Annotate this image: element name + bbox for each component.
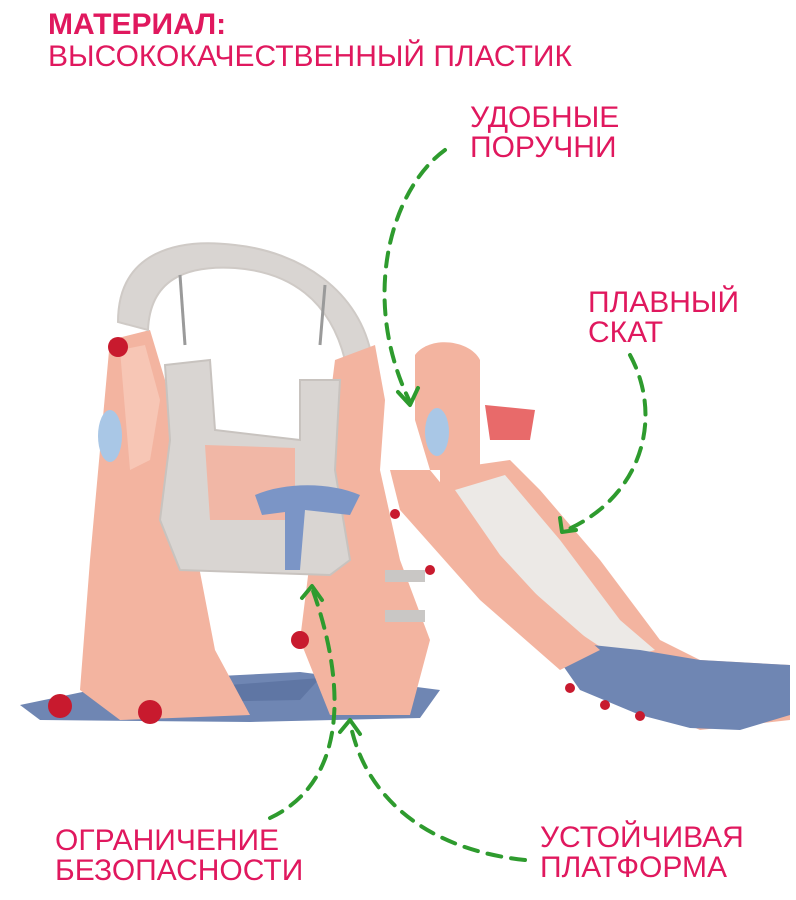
bolt-icon — [425, 565, 435, 575]
bolt-icon — [291, 631, 309, 649]
material-label: МАТЕРИАЛ: ВЫСОКОКАЧЕСТВЕННЫЙ ПЛАСТИК — [48, 10, 572, 72]
callout-line: УСТОЙЧИВАЯ — [540, 821, 744, 854]
bolt-icon — [565, 683, 575, 693]
porthole-icon — [425, 408, 449, 456]
callout-handrails: УДОБНЫЕ ПОРУЧНИ — [470, 103, 619, 163]
callout-safety: ОГРАНИЧЕНИЕ БЕЗОПАСНОСТИ — [55, 826, 303, 886]
bolt-icon — [138, 700, 162, 724]
material-value: ВЫСОКОКАЧЕСТВЕННЫЙ ПЛАСТИК — [48, 40, 572, 73]
callout-platform: УСТОЙЧИВАЯ ПЛАТФОРМА — [540, 823, 744, 883]
arrow-smooth-slope — [560, 353, 648, 534]
callout-arrows — [268, 148, 648, 862]
arrow-platform — [348, 720, 527, 862]
swing-arch — [116, 242, 374, 362]
seat-t-bar — [255, 485, 360, 570]
arrow-handrails — [382, 148, 447, 404]
callout-line: СКАТ — [588, 316, 664, 349]
basketball-hoop — [485, 405, 535, 440]
material-title: МАТЕРИАЛ: — [48, 8, 227, 41]
bolt-icon — [48, 694, 72, 718]
arrow-heads — [300, 386, 578, 736]
callout-smooth-slope: ПЛАВНЫЙ СКАТ — [588, 288, 739, 348]
callout-line: УДОБНЫЕ — [470, 101, 620, 134]
bolt-icon — [390, 509, 400, 519]
callout-line: ОГРАНИЧЕНИЕ — [55, 824, 280, 857]
slide-tower — [385, 342, 535, 622]
slide — [390, 460, 790, 730]
porthole-icon — [98, 410, 122, 462]
slide-rail — [390, 470, 600, 670]
bolt-icon — [600, 700, 610, 710]
callout-line: ПЛАТФОРМА — [540, 851, 728, 884]
callout-line: БЕЗОПАСНОСТИ — [55, 854, 304, 887]
bolt-icon — [635, 711, 645, 721]
arrow-safety — [268, 586, 337, 820]
swing-chains — [178, 274, 327, 346]
swing-seat — [158, 358, 360, 577]
callout-line: ПОРУЧНИ — [470, 131, 617, 164]
callout-line: ПЛАВНЫЙ — [588, 286, 740, 319]
bolt-icon — [108, 337, 128, 357]
